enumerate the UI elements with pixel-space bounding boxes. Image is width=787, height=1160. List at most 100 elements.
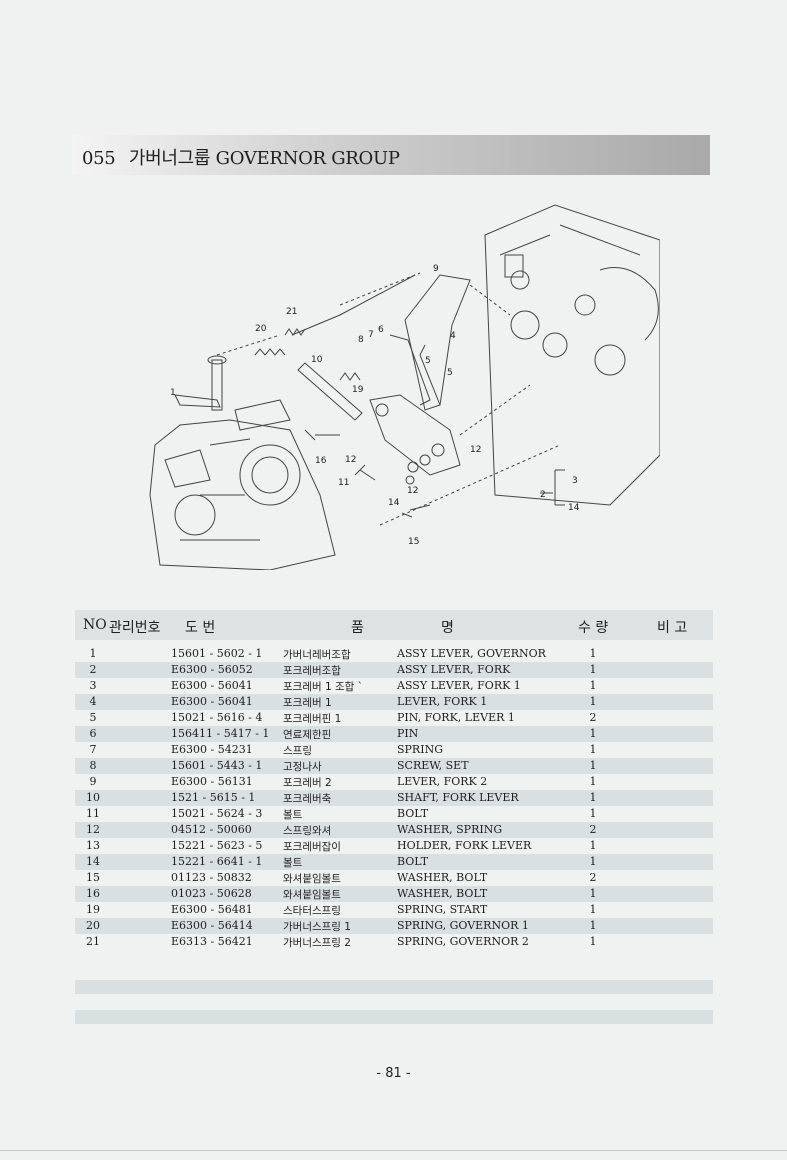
row-english-name: WASHER, BOLT	[397, 887, 488, 900]
row-no: 2	[89, 663, 97, 676]
row-korean-name: 가버너스프링 1	[283, 921, 351, 933]
row-no: 6	[89, 727, 97, 740]
section-title: 055 가버너그룹 GOVERNOR GROUP	[82, 144, 400, 170]
callout-label: 9	[433, 264, 439, 274]
row-part-number: 15601 - 5602 - 1	[171, 647, 263, 660]
row-korean-name: 포크레버 2	[283, 777, 332, 789]
callout-label: 20	[255, 324, 267, 334]
callout-label: 11	[338, 478, 349, 488]
row-quantity: 2	[589, 823, 597, 836]
row-english-name: PIN	[397, 727, 419, 740]
row-english-name: LEVER, FORK 1	[397, 695, 488, 708]
row-no: 7	[89, 743, 97, 756]
row-quantity: 1	[589, 919, 597, 932]
row-korean-name: 스타터스프링	[283, 905, 341, 917]
header-item: 품	[351, 620, 364, 636]
row-part-number: 15021 - 5616 - 4	[171, 711, 263, 724]
row-korean-name: 와셔붙임볼트	[283, 889, 341, 901]
header-drawing: 도 번	[185, 620, 216, 636]
row-part-number: 15221 - 5623 - 5	[171, 839, 263, 852]
row-no: 11	[86, 807, 100, 820]
row-korean-name: 연료제한핀	[283, 729, 332, 741]
table-row: 20 E6300 - 56414 가버너스프링 1 SPRING, GOVERNOR …	[75, 918, 713, 934]
row-korean-name: 볼트	[283, 857, 303, 869]
row-part-number: E6300 - 56414	[171, 919, 253, 932]
row-english-name: SPRING	[397, 743, 443, 756]
row-english-name: BOLT	[397, 807, 429, 820]
callout-label: 5	[447, 368, 453, 378]
row-no: 4	[89, 695, 97, 708]
row-quantity: 2	[589, 711, 597, 724]
row-english-name: HOLDER, FORK LEVER	[397, 839, 532, 852]
callout-label: 14	[568, 503, 580, 513]
row-korean-name: 고정나사	[283, 761, 322, 773]
row-english-name: PIN, FORK, LEVER 1	[397, 711, 515, 724]
row-quantity: 1	[589, 855, 597, 868]
row-english-name: WASHER, SPRING	[397, 823, 503, 836]
header-qty: 수 량	[578, 620, 609, 636]
header-no: NO	[83, 617, 107, 633]
row-english-name: ASSY LEVER, FORK 1	[397, 679, 521, 692]
callout-label: 4	[450, 331, 456, 341]
callout-label: 16	[315, 456, 327, 466]
row-part-number: E6300 - 54231	[171, 743, 253, 756]
header-remarks: 비 고	[657, 620, 688, 636]
row-korean-name: 포크레버 1	[283, 697, 332, 709]
callout-label: 14	[388, 498, 400, 508]
row-part-number: 156411 - 5417 - 1	[171, 727, 270, 740]
row-part-number: 01123 - 50832	[171, 871, 252, 884]
callout-label: 1	[170, 388, 176, 398]
row-quantity: 1	[589, 807, 597, 820]
row-english-name: SCREW, SET	[397, 759, 469, 772]
callout-label: 10	[311, 355, 323, 365]
blank-row	[75, 1010, 713, 1024]
row-part-number: 15601 - 5443 - 1	[171, 759, 263, 772]
row-quantity: 1	[589, 775, 597, 788]
row-quantity: 1	[589, 727, 597, 740]
callout-label: 12	[470, 445, 481, 455]
row-no: 20	[86, 919, 100, 932]
row-korean-name: 포크레버핀 1	[283, 713, 342, 725]
callout-label: 5	[425, 356, 431, 366]
row-part-number: E6300 - 56131	[171, 775, 253, 788]
row-quantity: 1	[589, 791, 597, 804]
row-part-number: E6300 - 56041	[171, 695, 253, 708]
section-title-korean: 가버너그룹	[128, 148, 211, 169]
row-quantity: 1	[589, 743, 597, 756]
row-korean-name: 포크레버조합	[283, 665, 341, 677]
row-english-name: BOLT	[397, 855, 429, 868]
row-no: 21	[86, 935, 100, 948]
row-korean-name: 포크레버 1 조합 ˋ	[283, 681, 363, 693]
header-name: 명	[441, 620, 454, 636]
row-english-name: LEVER, FORK 2	[397, 775, 488, 788]
row-no: 13	[86, 839, 100, 852]
row-english-name: SPRING, GOVERNOR 1	[397, 919, 529, 932]
row-no: 5	[89, 711, 97, 724]
callout-label: 6	[378, 325, 384, 335]
row-english-name: SHAFT, FORK LEVER	[397, 791, 519, 804]
callout-label: 12	[345, 455, 356, 465]
row-part-number: E6300 - 56481	[171, 903, 253, 916]
section-title-english: GOVERNOR GROUP	[215, 148, 400, 169]
row-part-number: E6313 - 56421	[171, 935, 253, 948]
row-part-number: 04512 - 50060	[171, 823, 252, 836]
row-part-number: 15221 - 6641 - 1	[171, 855, 263, 868]
callout-label: 8	[358, 335, 364, 345]
callout-label: 7	[368, 330, 374, 340]
row-quantity: 1	[589, 679, 597, 692]
